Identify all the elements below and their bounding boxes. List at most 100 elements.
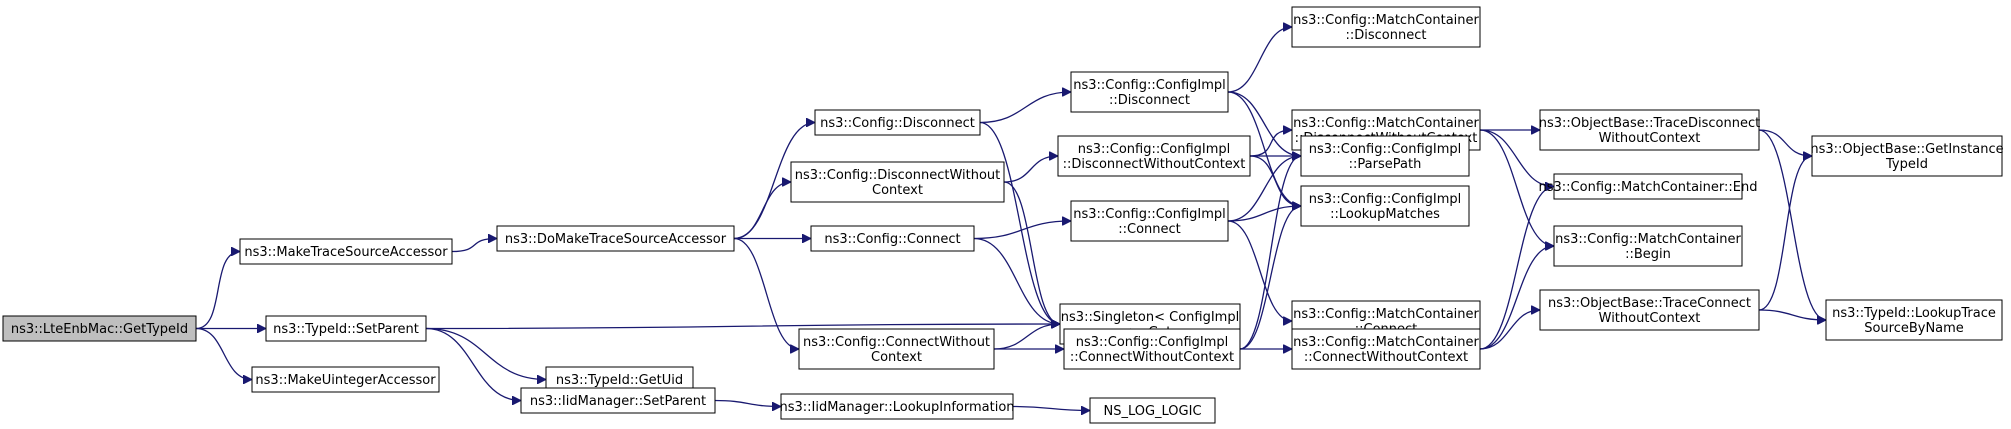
- node-box: [810, 225, 975, 252]
- edge-n28-to-n29: [1758, 156, 1813, 311]
- node-label: NS_LOG_LOGIC: [1103, 404, 1201, 419]
- function-node[interactable]: ns3::Config::Connect: [810, 225, 975, 252]
- node-label: TypeId: [1885, 157, 1928, 172]
- node-label: ::Disconnect: [1346, 28, 1427, 43]
- node-label: ns3::Config::MatchContainer: [1555, 232, 1741, 247]
- function-node[interactable]: ns3::ObjectBase::TraceConnectWithoutCont…: [1539, 289, 1760, 331]
- node-box: [1057, 135, 1251, 177]
- node-box: [265, 315, 427, 342]
- edge-n15-to-n21: [1227, 156, 1301, 222]
- function-node[interactable]: ns3::Config::MatchContainer::Disconnect: [1291, 6, 1481, 48]
- edge-n9-to-n14: [1003, 156, 1058, 183]
- edges-layer: [195, 27, 1827, 411]
- function-node[interactable]: ns3::DoMakeTraceSourceAccessor: [496, 225, 735, 252]
- node-label: ns3::TypeId::SetParent: [273, 322, 419, 337]
- function-node[interactable]: ns3::Config::MatchContainer::End: [1539, 173, 1758, 200]
- node-label: ns3::IidManager::SetParent: [530, 394, 706, 409]
- function-node[interactable]: ns3::Config::ConfigImpl::ParsePath: [1300, 135, 1470, 177]
- edge-n7-to-n12: [714, 399, 781, 407]
- edge-n28-to-n30: [1758, 309, 1826, 320]
- function-node[interactable]: ns3::MakeUintegerAccessor: [251, 366, 440, 393]
- node-box: [520, 387, 716, 414]
- node-label: ns3::ObjectBase::GetInstance: [1810, 142, 2003, 157]
- node-label: ::Begin: [1625, 247, 1671, 262]
- node-label: ns3::Config::MatchContainer::End: [1539, 180, 1758, 195]
- node-box: [814, 109, 981, 136]
- function-node[interactable]: ns3::Config::ConfigImpl::LookupMatches: [1300, 185, 1470, 227]
- edge-n15-to-n23: [1227, 220, 1293, 321]
- node-label: ::ConnectWithoutContext: [1304, 350, 1468, 365]
- node-box: [1539, 289, 1760, 331]
- edge-n3-to-n6: [425, 327, 546, 380]
- node-label: ns3::Config::ConfigImpl: [1073, 78, 1226, 93]
- node-label: ns3::MakeTraceSourceAccessor: [244, 245, 448, 260]
- node-box: [1291, 328, 1481, 370]
- node-label: ns3::Config::ConfigImpl: [1309, 142, 1462, 157]
- node-box: [790, 161, 1005, 203]
- edge-n17-to-n22: [1239, 206, 1302, 350]
- function-node[interactable]: ns3::Config::ConfigImpl::DisconnectWitho…: [1057, 135, 1251, 177]
- function-node[interactable]: ns3::ObjectBase::TraceDisconnectWithoutC…: [1539, 109, 1761, 151]
- function-node[interactable]: ns3::MakeTraceSourceAccessor: [239, 238, 453, 265]
- node-label: WithoutContext: [1599, 311, 1701, 326]
- edge-n24-to-n26: [1479, 187, 1555, 350]
- node-label: SourceByName: [1864, 321, 1964, 336]
- function-node[interactable]: ns3::Config::ConfigImpl::Connect: [1070, 200, 1229, 242]
- edge-n5-to-n9: [733, 182, 792, 240]
- node-label: ns3::Config::MatchContainer: [1293, 13, 1479, 28]
- node-box: [1553, 173, 1743, 200]
- edge-n24-to-n27: [1479, 246, 1555, 350]
- node-box: [1825, 299, 2003, 341]
- node-label: ::Disconnect: [1109, 93, 1190, 108]
- edge-n24-to-n28: [1479, 310, 1540, 350]
- edge-n25-to-n30: [1758, 129, 1827, 320]
- function-node[interactable]: ns3::Config::ConnectWithoutContext: [798, 328, 995, 370]
- function-node[interactable]: ns3::IidManager::SetParent: [520, 387, 716, 414]
- node-label: ns3::Config::ConfigImpl: [1078, 142, 1231, 157]
- edge-n13-to-n19: [1227, 27, 1293, 93]
- node-label: ::LookupMatches: [1330, 207, 1440, 222]
- edge-n9-to-n16: [1003, 181, 1061, 324]
- edge-n8-to-n13: [979, 92, 1071, 124]
- edge-n10-to-n16: [973, 237, 1060, 325]
- node-label: ns3::Config::ConfigImpl: [1309, 192, 1462, 207]
- edge-n13-to-n22: [1227, 91, 1302, 206]
- edge-n10-to-n15: [973, 221, 1071, 240]
- node-label: ns3::Config::ConfigImpl: [1076, 335, 1229, 350]
- function-node[interactable]: ns3::TypeId::SetParent: [265, 315, 427, 342]
- root-node[interactable]: ns3::LteEnbMac::GetTypeId: [2, 315, 197, 342]
- node-box: [1063, 328, 1241, 370]
- node-label: ns3::ObjectBase::TraceDisconnect: [1539, 116, 1761, 131]
- node-box: [1089, 397, 1216, 424]
- node-box: [780, 393, 1014, 420]
- node-box: [1300, 185, 1470, 227]
- node-box: [2, 315, 197, 342]
- function-node[interactable]: ns3::IidManager::LookupInformation: [779, 393, 1015, 420]
- function-node[interactable]: ns3::Config::ConfigImpl::Disconnect: [1070, 71, 1229, 113]
- function-node[interactable]: ns3::Config::DisconnectWithoutContext: [790, 161, 1005, 203]
- node-label: ns3::Config::MatchContainer: [1293, 116, 1479, 131]
- function-node[interactable]: NS_LOG_LOGIC: [1089, 397, 1216, 424]
- function-node[interactable]: ns3::Config::Disconnect: [814, 109, 981, 136]
- edge-n15-to-n22: [1227, 206, 1301, 222]
- function-node[interactable]: ns3::Config::MatchContainer::ConnectWith…: [1291, 328, 1481, 370]
- node-box: [1811, 135, 2003, 177]
- node-label: ns3::MakeUintegerAccessor: [255, 373, 436, 388]
- edge-n3-to-n16: [425, 324, 1060, 330]
- node-box: [1070, 200, 1229, 242]
- edge-n11-to-n16: [993, 324, 1060, 350]
- node-box: [1300, 135, 1470, 177]
- node-label: ns3::Config::MatchContainer: [1293, 335, 1479, 350]
- function-node[interactable]: ns3::Config::ConfigImpl::ConnectWithoutC…: [1063, 328, 1241, 370]
- node-label: ns3::Config::Disconnect: [820, 116, 975, 131]
- node-label: ns3::Config::DisconnectWithout: [795, 168, 1001, 183]
- node-box: [798, 328, 995, 370]
- nodes-layer: ns3::LteEnbMac::GetTypeId ns3::MakeTraceS…: [2, 6, 2004, 424]
- function-node[interactable]: ns3::Config::MatchContainer::Begin: [1553, 225, 1743, 267]
- node-label: ns3::Config::MatchContainer: [1293, 307, 1479, 322]
- node-label: ::ConnectWithoutContext: [1070, 350, 1234, 365]
- node-label: ns3::Config::ConfigImpl: [1073, 207, 1226, 222]
- edge-n12-to-n18: [1012, 405, 1090, 411]
